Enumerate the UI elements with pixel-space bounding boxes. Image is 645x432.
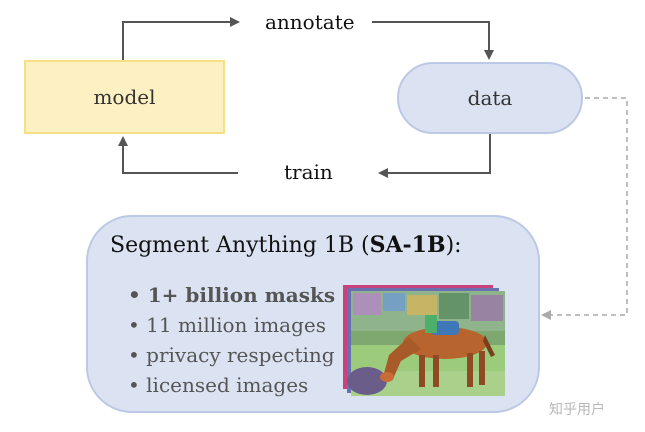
data-label: data [467,86,513,110]
train-arrow [378,134,491,178]
dataset-bullet: • privacy respecting [128,343,335,367]
dataset-title-prefix: Segment Anything 1B ( [110,233,370,258]
annotate-arrow [122,17,240,60]
dataset-title: Segment Anything 1B (SA-1B): [110,232,462,258]
train-edge-label: train [284,160,333,184]
data-node: data [397,62,583,134]
horse-segmentation-image [343,285,505,396]
annotate-arrow-tail [372,21,494,60]
dataset-bullet: • 11 million images [128,313,326,337]
dataset-bullet-list: • 1+ billion masks • 11 million images •… [128,280,335,400]
dataset-bullet: • 1+ billion masks [128,283,336,307]
train-arrow-tail [118,136,238,174]
dataset-title-suffix: ): [445,233,462,258]
model-label: model [93,85,156,109]
annotate-edge-label: annotate [265,10,355,34]
model-node: model [24,60,225,134]
dataset-title-bold: SA-1B [369,232,446,258]
watermark-text: 知乎用户 [549,402,605,418]
dataset-bullet: • licensed images [128,373,309,397]
dataset-dashed-arrow [541,97,628,320]
